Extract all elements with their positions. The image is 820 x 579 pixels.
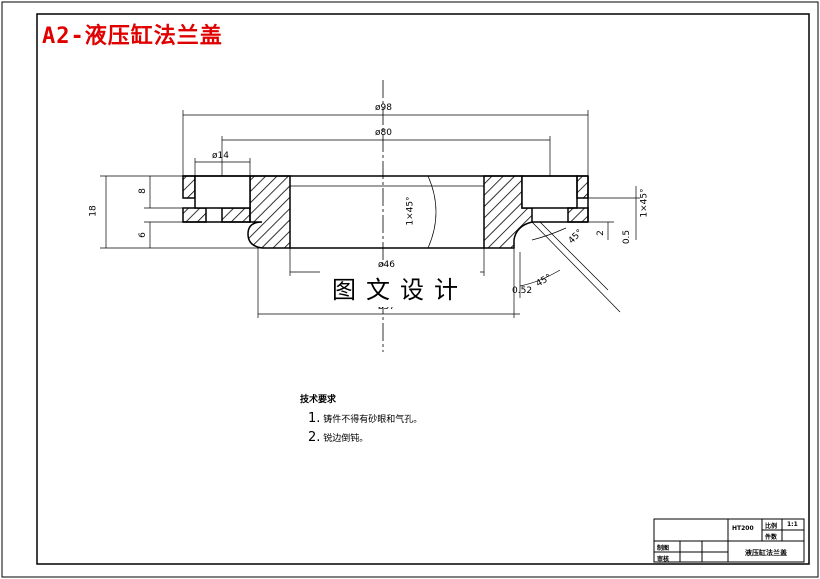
note-item: 2. 锐边倒钝。	[300, 430, 422, 445]
note-number: 1.	[308, 411, 321, 426]
note-text: 铸件不得有砂眼和气孔。	[323, 415, 423, 425]
note-number: 2.	[308, 430, 321, 445]
title-block-scale-label: 比例	[765, 523, 778, 530]
title-block-check-label: 审核	[657, 556, 670, 563]
dim-mid-diameter: ø80	[375, 128, 392, 138]
title-block-drawn-label: 制图	[657, 545, 670, 552]
dim-inner-diameter: ø46	[378, 260, 395, 270]
dim-top-height: 8	[137, 188, 148, 194]
dim-hole-diameter: ø14	[212, 151, 229, 161]
right-section	[483, 175, 589, 249]
title-block	[653, 518, 805, 563]
dim-outer-diameter: ø98	[375, 103, 392, 113]
drawing-title: A2-液压缸法兰盖	[42, 24, 223, 49]
title-block-part-name: 液压缸法兰盖	[745, 549, 787, 557]
notes-heading: 技术要求	[300, 395, 337, 405]
title-block-scale-value: 1:1	[787, 521, 798, 528]
dim-bottom-height: 6	[137, 232, 148, 238]
dim-05: 0.5	[622, 229, 633, 245]
drawing-frame	[36, 13, 810, 565]
note-text: 锐边倒钝。	[323, 434, 369, 444]
left-section	[182, 175, 291, 249]
technical-notes: 技术要求 1. 铸件不得有砂眼和气孔。 2. 锐边倒钝。	[300, 392, 422, 449]
dim-chamfer-right: 1×45°	[639, 188, 650, 218]
dim-total-height: 18	[88, 205, 99, 217]
note-item: 1. 铸件不得有砂眼和气孔。	[300, 411, 422, 426]
dim-052: 0.52	[512, 286, 533, 296]
dim-2: 2	[595, 230, 606, 236]
bore-lines	[290, 175, 484, 249]
dim-chamfer-left: 1×45°	[405, 196, 416, 226]
dim-bottom-diameter: ø57	[378, 302, 395, 312]
title-block-qty-label: 件数	[765, 534, 778, 541]
title-block-material: HT200	[732, 525, 754, 532]
watermark: 图文设计	[320, 268, 480, 307]
